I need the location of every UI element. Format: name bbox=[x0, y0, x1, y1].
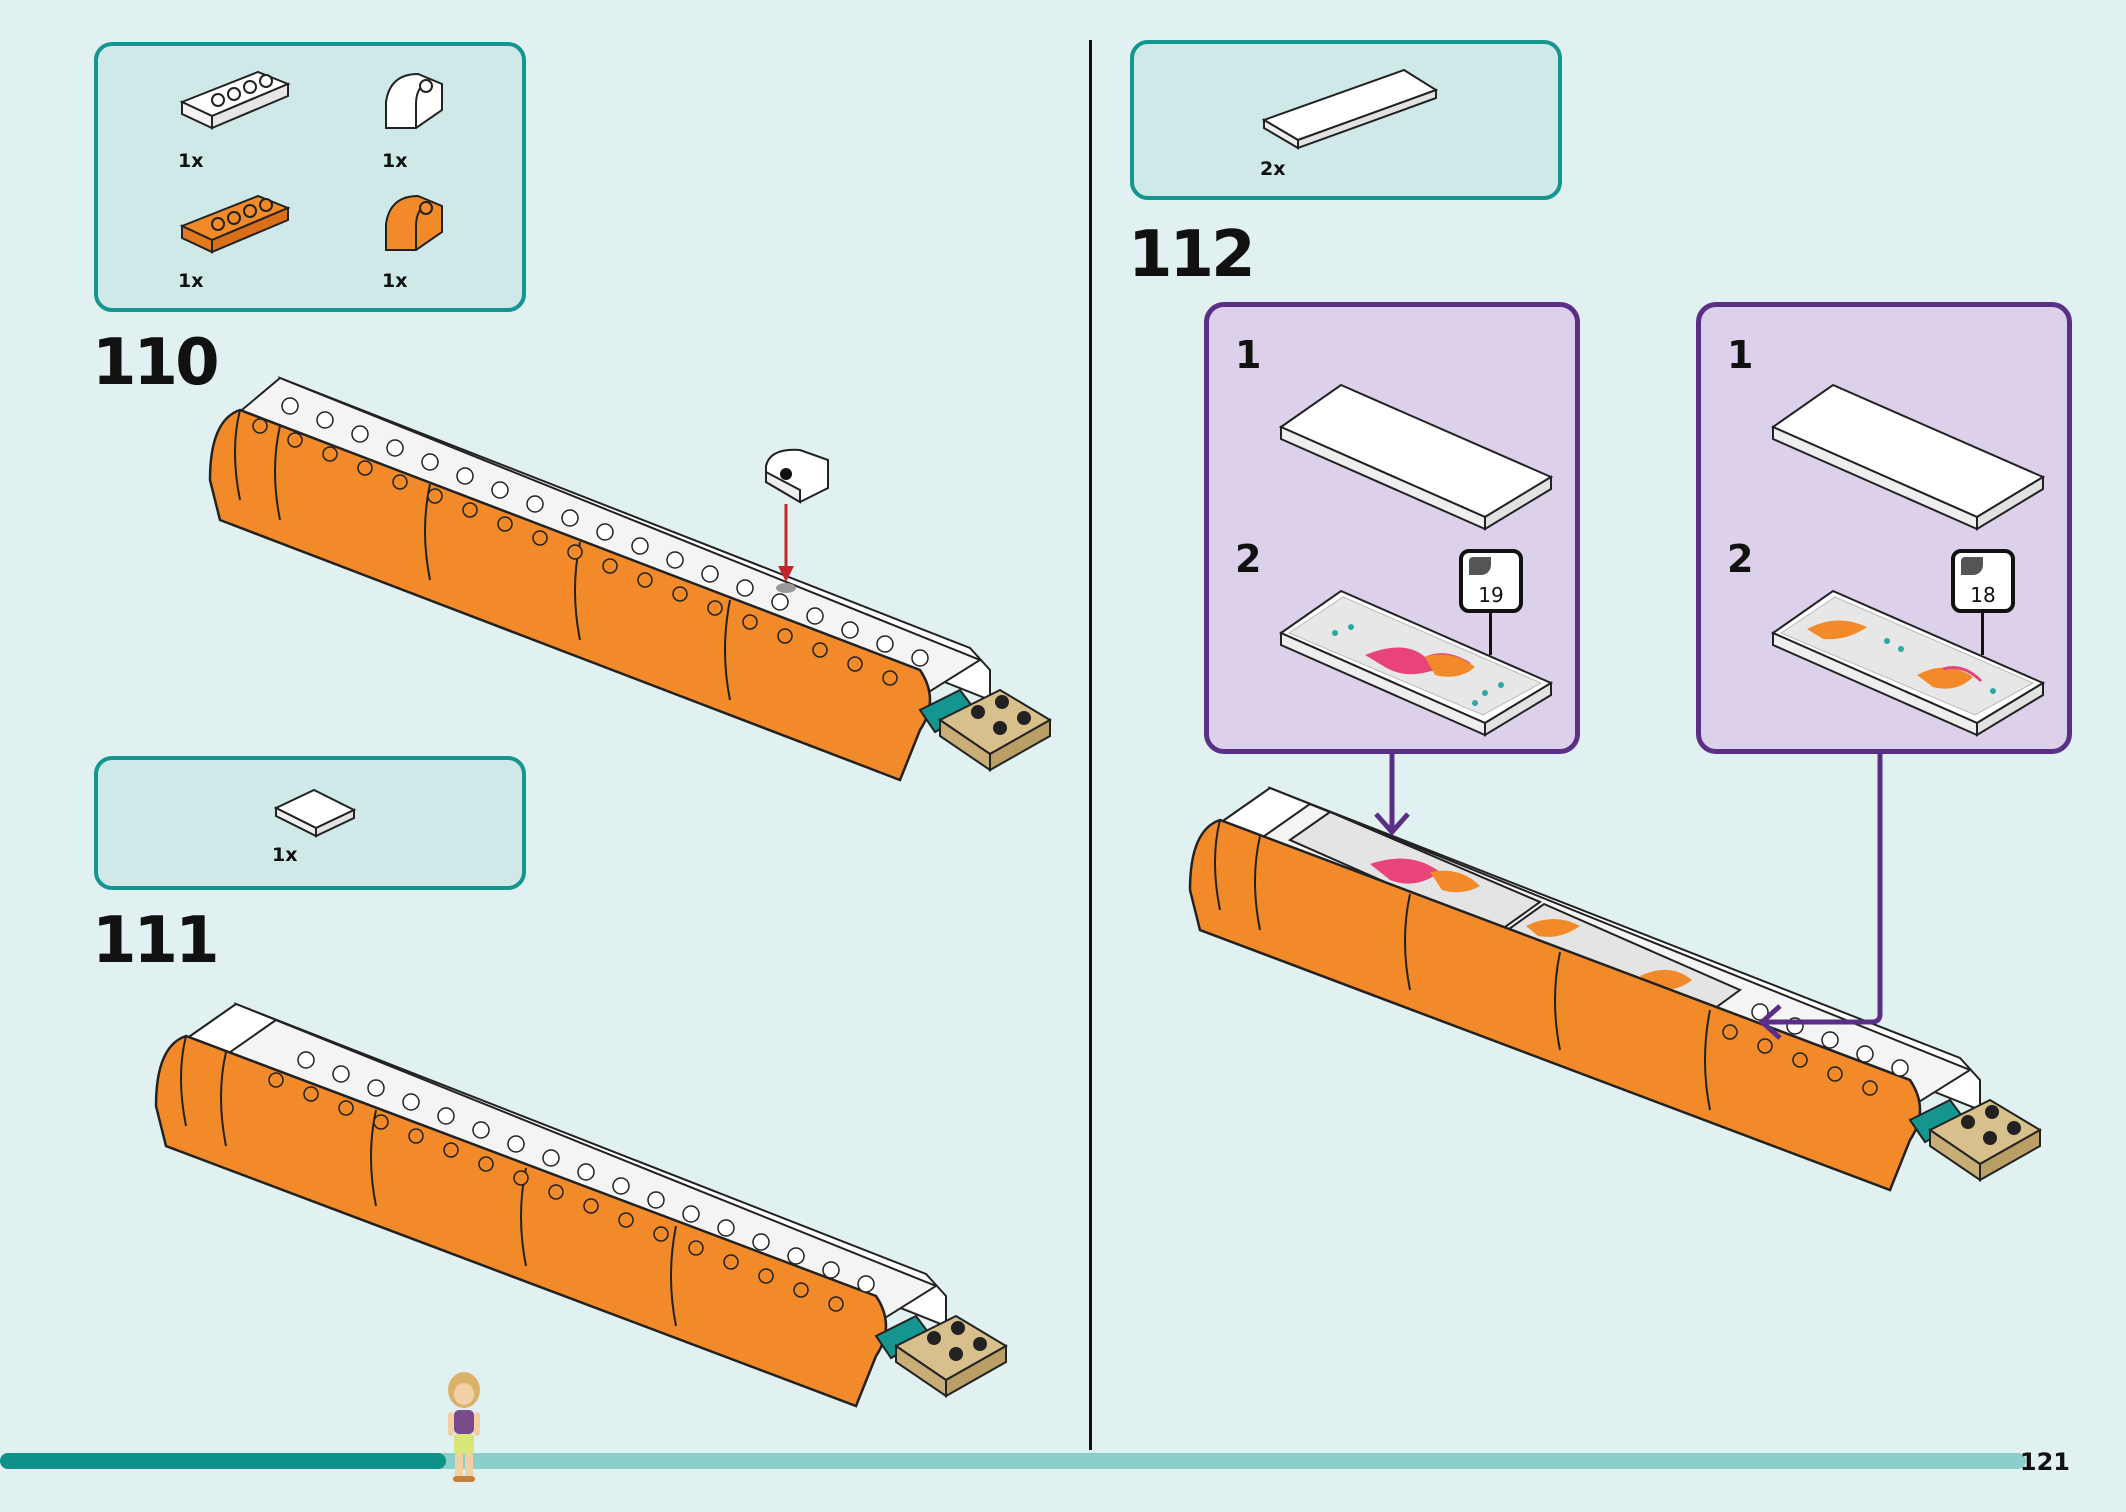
sticker-pointer-line bbox=[1489, 613, 1492, 655]
printed-tile-shrimp-icon bbox=[1770, 589, 2046, 737]
step-112-assembly-illustration bbox=[1188, 786, 2042, 1192]
white-curved-slope-1x4-icon bbox=[179, 70, 291, 130]
sub-step-number: 1 bbox=[1235, 333, 1262, 377]
qty-label: 1x bbox=[382, 150, 408, 172]
sticker-number: 19 bbox=[1478, 583, 1504, 607]
callout-arrow-2 bbox=[1758, 752, 1883, 1040]
qty-label: 1x bbox=[178, 270, 204, 292]
white-tile-2x2-icon bbox=[273, 788, 357, 838]
qty-label: 1x bbox=[178, 150, 204, 172]
sticker-corner-icon bbox=[1961, 557, 1983, 575]
sub-step-number: 2 bbox=[1235, 537, 1262, 581]
step-number-112: 112 bbox=[1128, 218, 1256, 292]
white-tile-2x6-icon bbox=[1261, 68, 1439, 150]
sticker-badge: 19 bbox=[1459, 549, 1523, 613]
qty-label: 1x bbox=[382, 270, 408, 292]
sticker-pointer-line bbox=[1981, 613, 1984, 655]
qty-label: 1x bbox=[272, 844, 298, 866]
sticker-corner-icon bbox=[1469, 557, 1491, 575]
white-tile-2x6-icon bbox=[1278, 383, 1554, 531]
progress-track bbox=[0, 1453, 2026, 1469]
sub-assembly-callout-1: 1 2 19 bbox=[1204, 302, 1580, 754]
page-number: 121 bbox=[2019, 1448, 2070, 1476]
step-111-assembly-illustration bbox=[154, 1002, 1008, 1408]
printed-tile-fish-icon bbox=[1278, 589, 1554, 737]
qty-label: 2x bbox=[1260, 158, 1286, 180]
parts-box-step-112: 2x bbox=[1130, 40, 1562, 200]
sticker-number: 18 bbox=[1970, 583, 1996, 607]
sub-step-number: 1 bbox=[1727, 333, 1754, 377]
orange-curved-slope-1x4-icon bbox=[179, 194, 291, 254]
sub-step-number: 2 bbox=[1727, 537, 1754, 581]
white-tile-2x6-icon bbox=[1770, 383, 2046, 531]
progress-fill bbox=[0, 1453, 446, 1469]
white-curved-slope-1x1-icon bbox=[385, 72, 443, 129]
page-divider bbox=[1089, 40, 1092, 1450]
minidoll-figure-icon bbox=[448, 1372, 480, 1482]
sticker-badge: 18 bbox=[1951, 549, 2015, 613]
sub-assembly-callout-2: 1 2 18 bbox=[1696, 302, 2072, 754]
callout-arrow-1 bbox=[1374, 752, 1410, 836]
step-number-111: 111 bbox=[92, 904, 220, 978]
orange-curved-slope-1x1-icon bbox=[385, 194, 443, 251]
step-number-110: 110 bbox=[92, 326, 220, 400]
step-110-assembly-illustration bbox=[208, 376, 1052, 782]
parts-box-step-111: 1x bbox=[94, 756, 526, 890]
parts-box-step-110: 1x 1x 1x 1x bbox=[94, 42, 526, 312]
